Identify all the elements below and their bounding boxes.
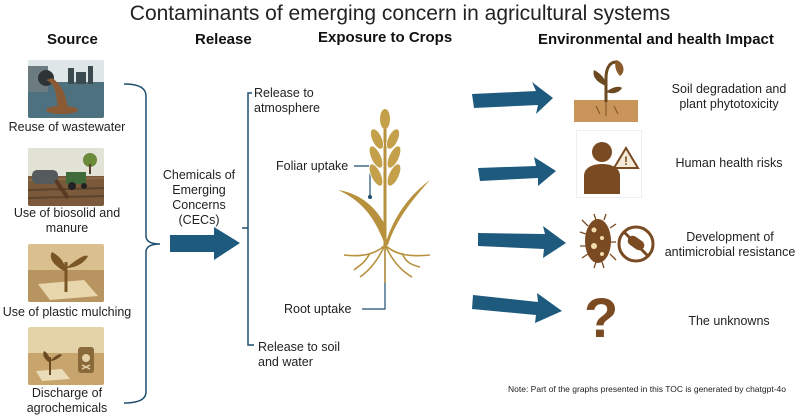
release-soil-water-label: Release to soil and water [258,340,340,369]
wheat-plant-icon [338,109,431,283]
header-release: Release [195,31,252,48]
foliar-uptake-label: Foliar uptake [276,159,349,173]
wilted-plant-icon [574,60,638,122]
header-impact: Environmental and health Impact [538,31,774,48]
question-mark-icon: ? [584,286,619,349]
cec-label: Chemicals of Emerging Concerns (CECs) [162,168,236,227]
header-exposure: Exposure to Crops [318,29,453,46]
source-label-wastewater: Reuse of wastewater [8,120,126,134]
wastewater-pipe-icon [28,60,104,118]
source-label-plastic: Use of plastic mulching [2,305,132,319]
person-warning-icon: ! [576,130,642,198]
svg-text:!: ! [624,154,628,168]
root-uptake-label: Root uptake [284,302,352,316]
release-atmosphere-label: Release to atmosphere [254,86,321,115]
impact-arrow-4 [472,293,562,323]
source-label-biosolid: Use of biosolid and manure [13,206,121,235]
center-arrow [170,227,240,260]
bacteria-no-pill-icon [579,213,655,269]
impact-arrow-1 [472,82,553,114]
impact-arrow-2 [478,157,556,186]
impact-arrow-3 [478,226,566,258]
impact-label-human: Human health risks [675,156,783,170]
source-label-agrochemicals: Discharge of agrochemicals [26,386,108,415]
pesticide-sprayer-icon [28,327,104,385]
impact-label-unknowns: The unknowns [688,314,770,328]
header-source: Source [47,31,98,48]
source-bracket [123,83,161,404]
impact-label-amr: Development of antimicrobial resistance [664,230,796,259]
release-bracket [247,92,254,346]
diagram-title: Contaminants of emerging concern in agri… [129,2,671,25]
tractor-manure-icon [28,148,104,206]
plant-plastic-mulch-icon [28,244,104,302]
footnote: Note: Part of the graphs presented in th… [508,384,786,394]
impact-label-soil: Soil degradation and plant phytotoxicity [671,82,787,111]
